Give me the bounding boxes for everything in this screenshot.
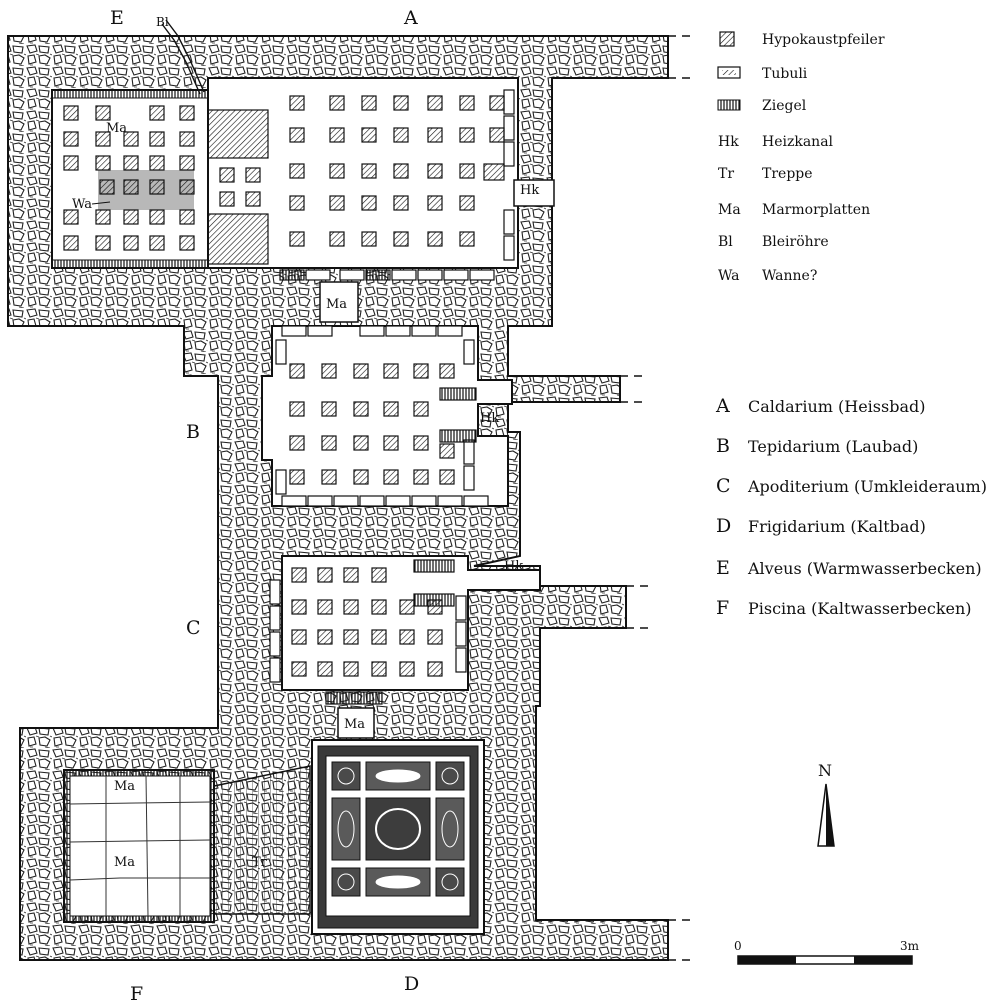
legend-abbr-3: Hk xyxy=(718,134,739,150)
room-legend-name-4: Alveus xyxy=(747,559,802,578)
ziegel-symbol xyxy=(717,99,741,111)
room-legend-name-1: Tepidarium xyxy=(748,437,840,456)
room-legend-letter-5: F xyxy=(716,597,729,619)
tepidarium-pillars xyxy=(289,363,455,485)
plan-labels: E Bl A Ma Wa Hk Ma B Hk Hk C Ma Ma Ma Tr… xyxy=(72,7,539,1005)
legend-abbr-4: Tr xyxy=(718,166,734,182)
room-piscina xyxy=(63,769,215,923)
hypokaust-pillar-symbol xyxy=(719,31,735,47)
mosaic-motifs xyxy=(337,767,459,891)
legend-label-4: Treppe xyxy=(762,166,813,182)
marble-threshold-ab xyxy=(319,281,359,323)
label-Ma-f1: Ma xyxy=(114,779,135,794)
legend-label-6: Bleiröhre xyxy=(762,234,829,250)
room-legend-name-2: Apoditerium xyxy=(747,477,849,496)
svg-text:Frigidarium (Kaltbad): Frigidarium (Kaltbad) xyxy=(748,517,926,536)
label-Ma-f2: Ma xyxy=(114,855,135,870)
label-Hk-a: Hk xyxy=(520,183,539,198)
room-alveus xyxy=(51,89,213,269)
caldarium-tubuli xyxy=(279,89,515,281)
room-legend: A Caldarium (Heissbad) B Tepidarium (Lau… xyxy=(715,395,987,619)
svg-text:Tepidarium (Laubad): Tepidarium (Laubad) xyxy=(748,437,918,456)
scale-bar: 0 3m xyxy=(734,939,920,965)
legend-abbr-7: Wa xyxy=(718,268,740,284)
legend-abbr-5: Ma xyxy=(718,202,741,218)
svg-text:Caldarium (Heissbad): Caldarium (Heissbad) xyxy=(748,397,925,416)
north-label: N xyxy=(818,761,832,780)
label-Hk-c: Hk xyxy=(504,559,523,574)
room-legend-gloss-2: (Umkleideraum) xyxy=(854,477,987,496)
legend-abbr-6: Bl xyxy=(718,234,733,250)
label-Ma-cd: Ma xyxy=(344,717,365,732)
legend-label-5: Marmorplatten xyxy=(762,202,870,218)
heating-channel-a xyxy=(513,179,555,207)
svg-text:Alveus (Warmwasserbecken): Alveus (Warmwasserbecken) xyxy=(747,559,982,578)
room-legend-letter-4: E xyxy=(716,557,730,579)
legend-label-2: Ziegel xyxy=(762,98,807,114)
north-arrow-icon: N xyxy=(817,761,835,847)
caldarium-pillars xyxy=(219,95,505,247)
room-legend-gloss-5: (Kaltwasserbecken) xyxy=(811,599,971,618)
label-Ma-alveus: Ma xyxy=(106,121,127,136)
legend-label-1: Tubuli xyxy=(762,66,808,82)
label-D: D xyxy=(404,973,419,995)
room-tepidarium xyxy=(261,325,513,507)
label-Tr: Tr xyxy=(252,855,268,870)
label-Hk-b: Hk xyxy=(480,411,499,426)
room-legend-name-3: Frigidarium xyxy=(748,517,845,536)
symbol-legend: Hypokaustpfeiler Tubuli Ziegel Hk Heizka… xyxy=(717,31,885,284)
apoditerium-pillars xyxy=(291,567,443,677)
label-A: A xyxy=(403,7,418,29)
room-apoditerium xyxy=(269,555,541,705)
label-C: C xyxy=(186,617,201,639)
label-Ma-ab: Ma xyxy=(326,297,347,312)
lead-pipe xyxy=(161,19,205,95)
legend-label-3: Heizkanal xyxy=(762,134,834,150)
marble-threshold-cd xyxy=(337,707,375,739)
room-legend-gloss-4: (Warmwasserbecken) xyxy=(807,559,982,578)
label-Wa: Wa xyxy=(72,197,92,212)
label-Bl: Bl xyxy=(156,15,169,29)
room-legend-name-0: Caldarium xyxy=(748,397,833,416)
scale-end: 3m xyxy=(900,939,920,953)
label-B: B xyxy=(186,421,200,443)
room-legend-letter-2: C xyxy=(716,475,731,497)
room-legend-letter-0: A xyxy=(715,395,730,417)
room-caldarium xyxy=(207,77,555,281)
room-frigidarium xyxy=(311,739,485,935)
room-legend-gloss-1: (Laubad) xyxy=(845,437,918,456)
legend-label-0: Hypokaustpfeiler xyxy=(762,32,885,48)
channel-ends xyxy=(620,35,690,961)
legend-label-7: Wanne? xyxy=(762,268,817,284)
scale-start: 0 xyxy=(734,939,742,953)
svg-text:Piscina (Kaltwasserbecken): Piscina (Kaltwasserbecken) xyxy=(748,599,972,618)
room-legend-letter-1: B xyxy=(716,435,730,457)
stairs xyxy=(213,765,311,915)
wa-pointer xyxy=(91,201,111,205)
room-legend-gloss-3: (Kaltbad) xyxy=(850,517,926,536)
room-legend-name-5: Piscina xyxy=(748,599,806,618)
label-E: E xyxy=(110,7,124,29)
room-legend-gloss-0: (Heissbad) xyxy=(838,397,925,416)
label-F: F xyxy=(130,983,143,1005)
svg-text:Apoditerium (Umkleideraum): Apoditerium (Umkleideraum) xyxy=(747,477,987,496)
alveus-pillars xyxy=(63,105,195,251)
room-legend-letter-3: D xyxy=(716,515,731,537)
